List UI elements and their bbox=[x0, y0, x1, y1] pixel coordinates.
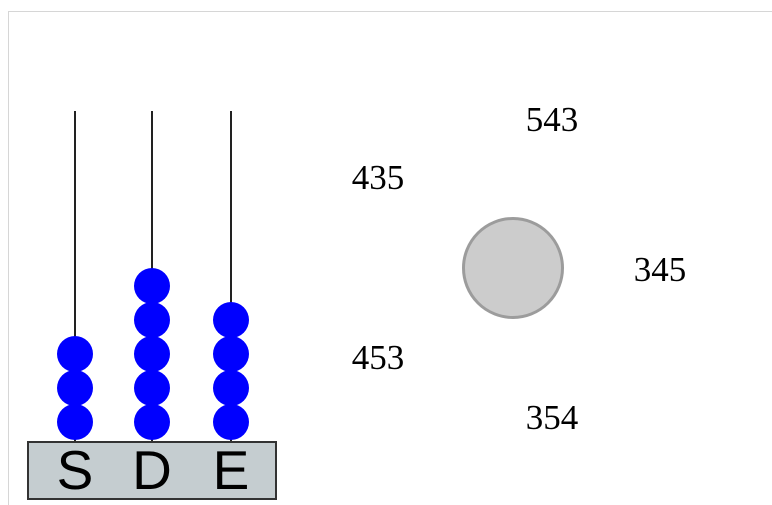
abacus-bead-s bbox=[57, 404, 93, 440]
abacus-bead-e bbox=[213, 404, 249, 440]
abacus-base bbox=[27, 441, 277, 500]
answer-choice-543[interactable]: 543 bbox=[525, 100, 579, 139]
abacus-bead-s bbox=[57, 336, 93, 372]
abacus-bead-e bbox=[213, 370, 249, 406]
abacus-bead-s bbox=[57, 370, 93, 406]
answer-choice-345[interactable]: 345 bbox=[633, 250, 687, 289]
answer-choice-354[interactable]: 354 bbox=[525, 398, 579, 437]
abacus-rod-e bbox=[230, 111, 232, 441]
answer-choice-435[interactable]: 435 bbox=[351, 158, 405, 197]
abacus-rod-s bbox=[74, 111, 76, 441]
abacus-bead-d bbox=[134, 404, 170, 440]
abacus-label-s: S bbox=[56, 439, 94, 501]
center-target-circle[interactable] bbox=[462, 217, 564, 319]
abacus-bead-d bbox=[134, 370, 170, 406]
frame-top-border bbox=[8, 11, 772, 12]
abacus-bead-d bbox=[134, 302, 170, 338]
abacus-bead-d bbox=[134, 268, 170, 304]
abacus-bead-d bbox=[134, 336, 170, 372]
abacus-label-d: D bbox=[132, 439, 172, 501]
frame-left-border bbox=[8, 11, 9, 505]
abacus-bead-e bbox=[213, 336, 249, 372]
abacus-bead-e bbox=[213, 302, 249, 338]
abacus-label-e: E bbox=[212, 439, 250, 501]
answer-choice-453[interactable]: 453 bbox=[351, 338, 405, 377]
